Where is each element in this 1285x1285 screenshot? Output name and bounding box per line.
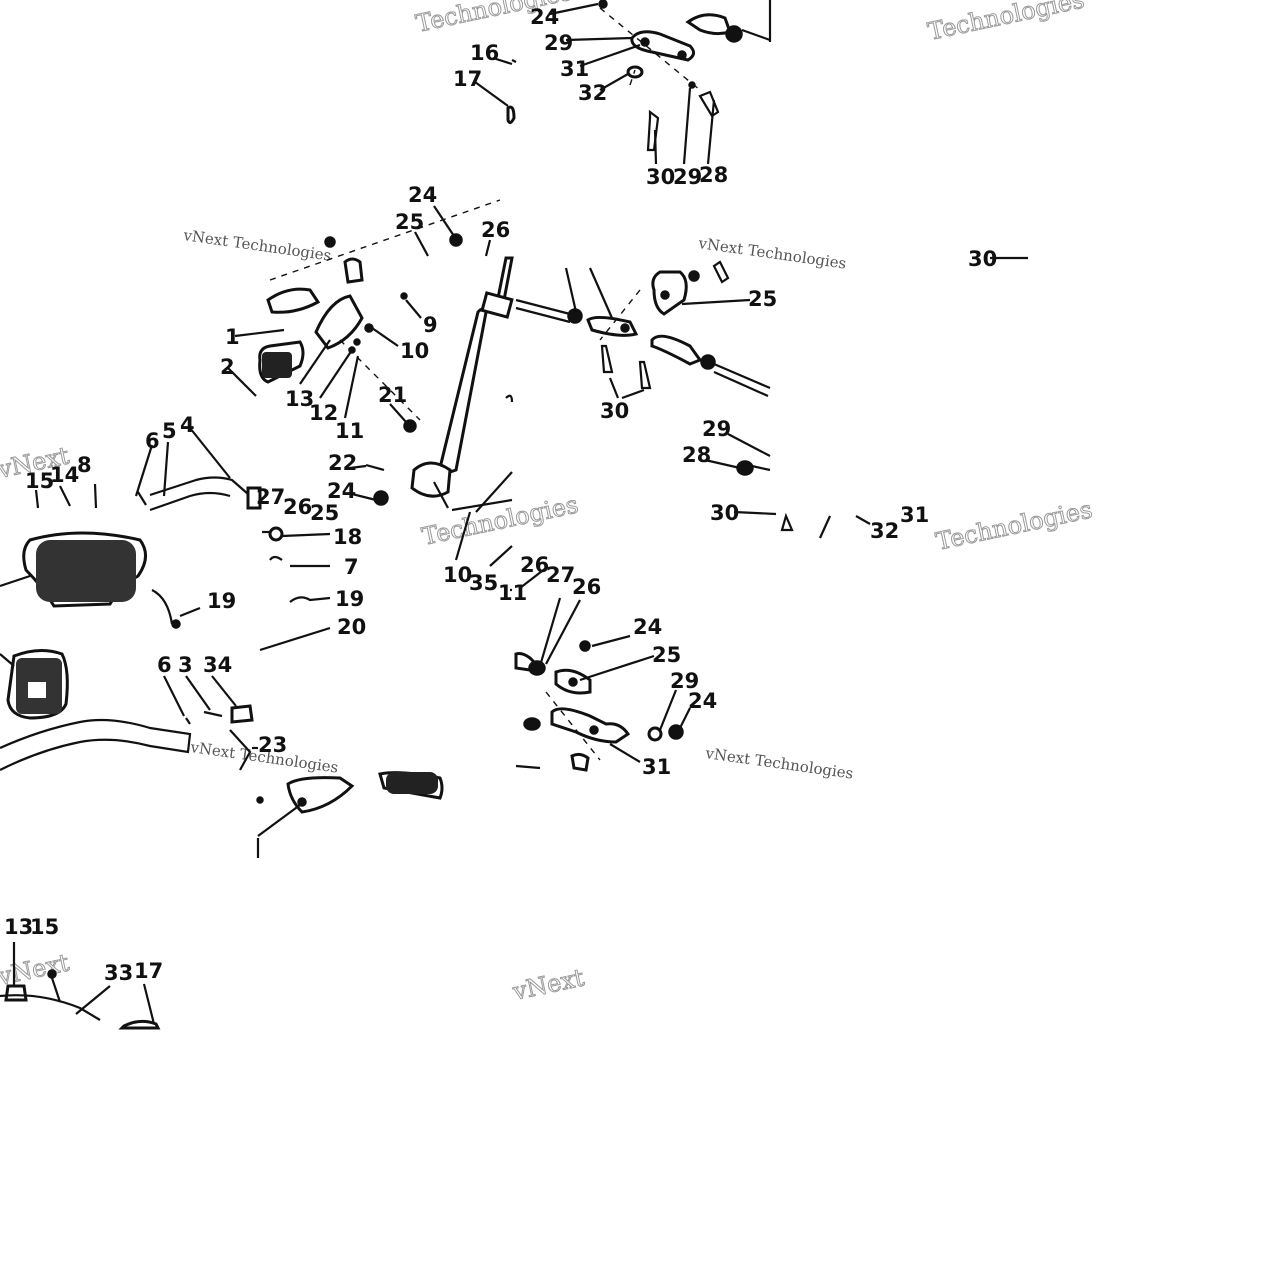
callout-label: 4 — [180, 413, 195, 437]
callout-label: 26 — [520, 553, 549, 577]
callout-label: 21 — [378, 383, 407, 407]
callout-label: 26 — [572, 575, 601, 599]
callout-label: 31 — [642, 755, 671, 779]
callout-label: 6 — [157, 653, 172, 677]
callout-label: 19 — [207, 589, 236, 613]
callout-label: 10 — [443, 563, 472, 587]
callout-label: 32 — [578, 81, 607, 105]
linkage-assembly-middle — [515, 256, 1028, 539]
linkage-assembly-lower — [514, 567, 691, 772]
callout-label: 29 — [702, 417, 731, 441]
watermark: vNext Technologies — [696, 234, 847, 273]
callout-labels: 24 29 31 32 16 17 30 29 28 24 25 26 1 2 … — [4, 5, 997, 985]
callout-label: 30 — [710, 501, 739, 525]
callout-label: 26 — [283, 495, 312, 519]
callout-label: 19 — [335, 587, 364, 611]
callout-label: 25 — [652, 643, 681, 667]
callout-label: 10 — [400, 339, 429, 363]
callout-label: 17 — [453, 67, 482, 91]
callout-label: 30 — [646, 165, 675, 189]
linkage-assembly-top — [474, 0, 772, 165]
callout-label: 24 — [327, 479, 356, 503]
callout-label: 15 — [25, 469, 54, 493]
callout-label: 25 — [310, 501, 339, 525]
callout-label: 24 — [530, 5, 559, 29]
callout-label: 1 — [225, 325, 240, 349]
callout-label: 35 — [469, 571, 498, 595]
watermark: Technologies — [933, 495, 1094, 555]
callout-label: 30 — [968, 247, 997, 271]
callout-label: 3 — [178, 653, 193, 677]
callout-label: 5 — [162, 419, 177, 443]
callout-label: 16 — [470, 41, 499, 65]
callout-label: 22 — [328, 451, 357, 475]
callout-label: 13 — [4, 915, 33, 939]
callout-label: 31 — [900, 503, 929, 527]
callout-label: 24 — [688, 689, 717, 713]
watermark: vNext — [509, 963, 587, 1006]
callout-label: 8 — [77, 453, 92, 477]
callout-label: 14 — [50, 463, 79, 487]
callout-label: 18 — [333, 525, 362, 549]
callout-label: 28 — [699, 163, 728, 187]
callout-label: 34 — [203, 653, 232, 677]
callout-label: 12 — [309, 401, 338, 425]
callout-label: 33 — [104, 961, 133, 985]
callout-label: 29 — [544, 31, 573, 55]
watermark: vNext Technologies — [703, 744, 854, 783]
callout-label: 6 — [145, 429, 160, 453]
callout-label: 15 — [30, 915, 59, 939]
callout-label: 17 — [134, 959, 163, 983]
bottom-bracket-assembly — [0, 942, 161, 1030]
callout-label: 29 — [673, 165, 702, 189]
handlebar-assembly — [34, 199, 514, 513]
callout-label: 27 — [256, 485, 285, 509]
seat-and-bar-assembly — [0, 531, 258, 771]
callout-label: 28 — [682, 443, 711, 467]
callout-label: 32 — [870, 519, 899, 543]
callout-label: 29 — [670, 669, 699, 693]
callout-label: 13 — [285, 387, 314, 411]
callout-label: 2 — [220, 355, 235, 379]
callout-label: 25 — [395, 210, 424, 234]
callout-label: 23 — [258, 733, 287, 757]
callout-label: 20 — [337, 615, 366, 639]
callout-label: 11 — [335, 419, 364, 443]
grip-lever-assembly — [256, 511, 513, 858]
callout-label: 30 — [600, 399, 629, 423]
callout-label: 27 — [546, 563, 575, 587]
callout-label: 25 — [748, 287, 777, 311]
watermark: Technologies — [925, 0, 1086, 46]
callout-label: 26 — [481, 218, 510, 242]
callout-label: 24 — [633, 615, 662, 639]
callout-label: 7 — [344, 555, 359, 579]
callout-label: 9 — [423, 313, 438, 337]
callout-label: 31 — [560, 57, 589, 81]
callout-label: 11 — [498, 581, 527, 605]
watermark: vNext Technologies — [181, 226, 332, 265]
callout-label: 24 — [408, 183, 437, 207]
